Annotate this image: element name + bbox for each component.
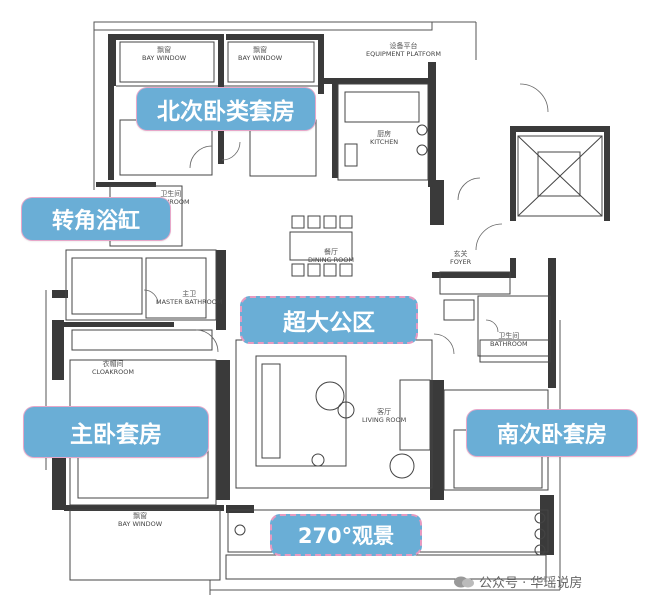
walls bbox=[52, 34, 610, 555]
callout-view: 270°观景 bbox=[270, 514, 422, 556]
callout-south-bedroom: 南次卧套房 bbox=[467, 410, 637, 456]
wechat-icon bbox=[454, 576, 474, 587]
dining-table bbox=[289, 215, 353, 277]
callout-master-bedroom: 主卧套房 bbox=[24, 407, 208, 457]
callout-public-area: 超大公区 bbox=[240, 296, 418, 344]
living-furniture bbox=[255, 355, 431, 479]
top-frame bbox=[93, 21, 433, 31]
door-swings bbox=[143, 83, 549, 355]
watermark: 公众号 · 华瑶说房 bbox=[453, 572, 582, 591]
watermark-text: 公众号 · 华瑶说房 bbox=[479, 576, 583, 591]
callout-corner-tub: 转角浴缸 bbox=[22, 198, 170, 240]
kitchen-stove bbox=[344, 124, 428, 167]
callout-north-bedroom: 北次卧类套房 bbox=[137, 88, 315, 130]
